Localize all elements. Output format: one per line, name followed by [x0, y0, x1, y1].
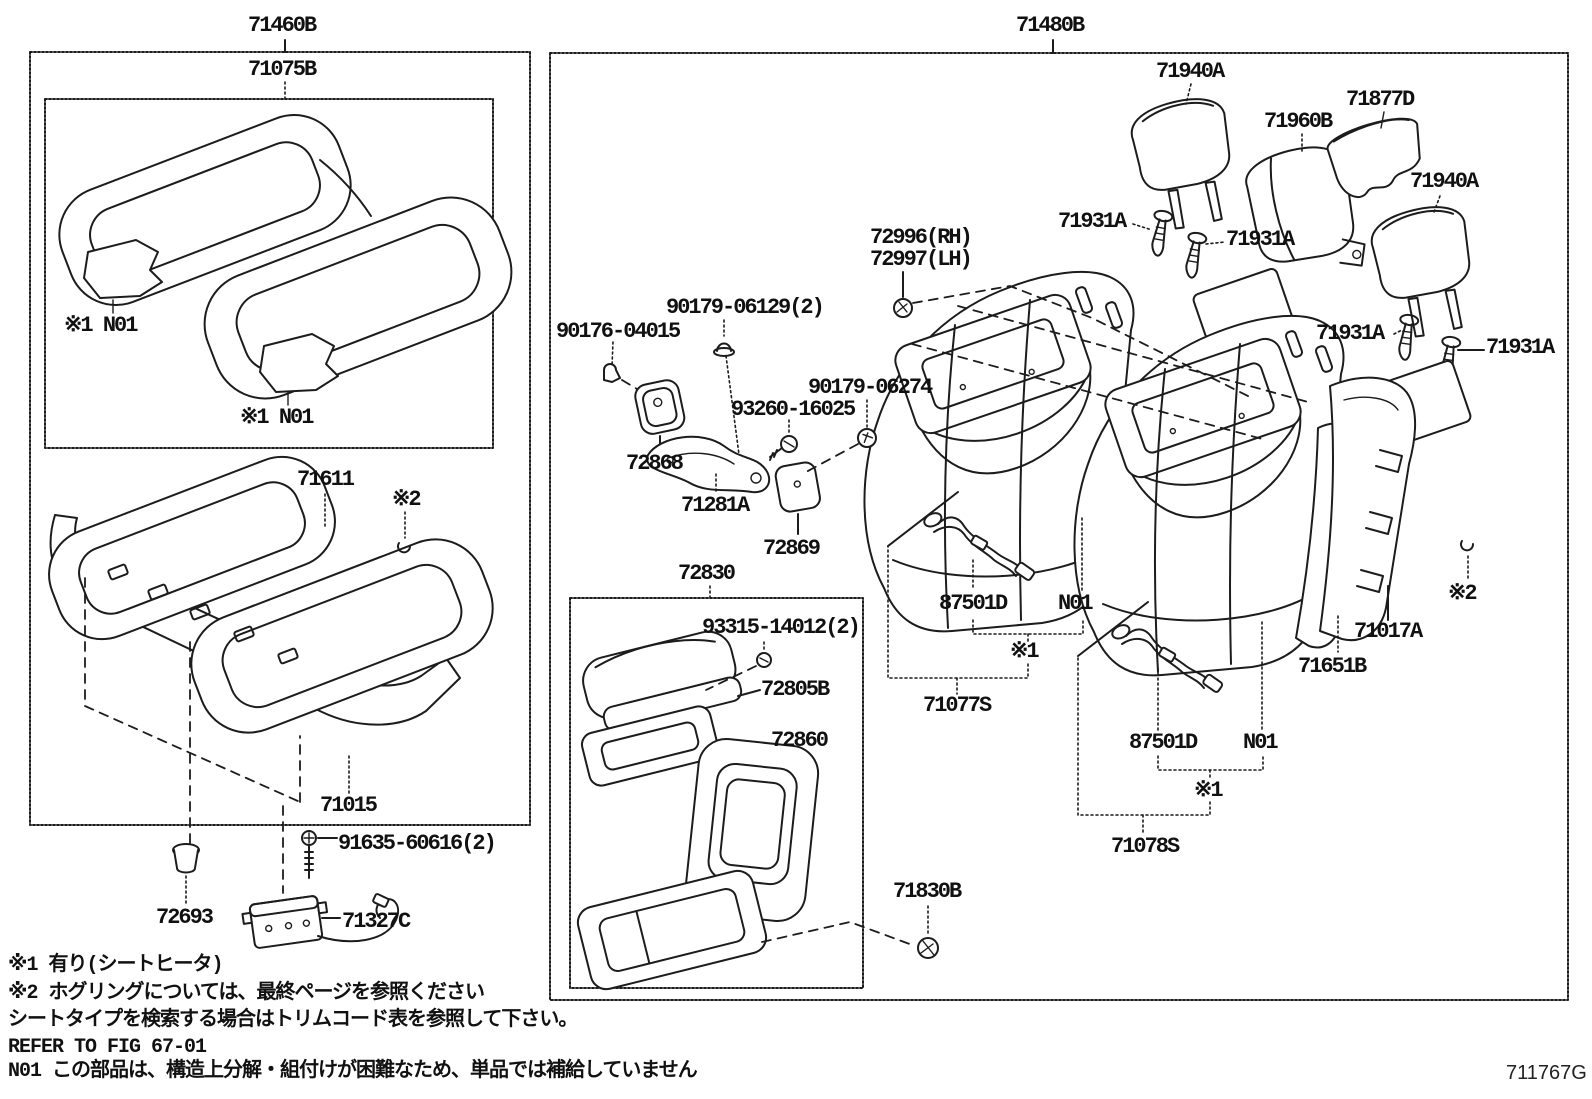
- right-assembly-box: [549, 39, 1569, 1001]
- part-label-71015: 71015: [320, 793, 378, 818]
- part-label-71075b: 71075B: [248, 57, 317, 82]
- part-label-note2-right: ※2: [1448, 581, 1478, 606]
- part-label-87501d-1: 87501D: [939, 591, 1008, 616]
- hog-ring-mark-left: [397, 542, 411, 554]
- part-label-71017a: 71017A: [1354, 619, 1423, 644]
- clip-72996-icon: [893, 271, 913, 318]
- part-label-n01-2: N01: [1243, 730, 1279, 755]
- clip-71830b-leader: [761, 921, 916, 947]
- part-label-72860: 72860: [771, 728, 829, 753]
- bracket-71281a-drawing: [646, 435, 771, 494]
- part-label-90179-06274: 90179-06274: [808, 375, 933, 400]
- part-label-91635-60616: 91635-60616(2): [338, 831, 497, 856]
- part-label-71077s: 71077S: [923, 693, 992, 718]
- clip-72693-icon: [172, 843, 200, 905]
- part-label-93315-14012: 93315-14012(2): [702, 615, 861, 640]
- headrest-right-drawing: [1365, 195, 1490, 345]
- nut-90179-06129-icon: [713, 319, 735, 357]
- armrest-lid-drawing: [582, 630, 761, 732]
- part-label-87501d-2: 87501D: [1129, 730, 1198, 755]
- part-label-72997-lh: 72997(LH): [870, 247, 973, 272]
- part-label-71078s: 71078S: [1111, 834, 1180, 859]
- part-label-72868: 72868: [626, 451, 684, 476]
- seat-cushion-cover-drawing: [58, 113, 513, 406]
- armrest-assembly-box: [569, 585, 864, 989]
- clip-90176-04015-icon: [603, 341, 621, 383]
- screw-93315-icon: [756, 641, 772, 668]
- part-label-71480b: 71480B: [1016, 13, 1085, 38]
- part-label-n01-left-b: ※1 N01: [240, 405, 314, 430]
- part-label-71281a: 71281A: [681, 493, 750, 518]
- part-label-72805b: 72805B: [761, 677, 830, 702]
- label-bracket-71077s: [887, 491, 1084, 695]
- footnote-line-5: N01 この部品は、構造上分解・組付けが困難なため、単品では補給していません: [8, 1060, 698, 1083]
- part-label-71931a-3: 71931A: [1316, 321, 1385, 346]
- headrest-support-pins: [1132, 208, 1485, 384]
- pad-72868-drawing: [634, 379, 686, 451]
- headrest-left-drawing: [1125, 83, 1250, 237]
- part-label-71931a-4: 71931A: [1486, 335, 1555, 360]
- nut-90179-06274-icon: [857, 399, 877, 448]
- screw-93260-icon: [769, 419, 798, 461]
- figure-code: 711767G: [1506, 1062, 1587, 1084]
- armrest-base-tray-drawing: [576, 869, 768, 991]
- part-label-90179-06129: 90179-06129(2): [666, 295, 825, 320]
- headrest-center-drawing: [1245, 133, 1366, 267]
- part-label-71830b: 71830B: [893, 879, 962, 904]
- part-label-93260-16025: 93260-16025: [731, 397, 856, 422]
- side-frame-71017a-drawing: [1319, 376, 1417, 653]
- nut-90179-06274-leader: [805, 443, 859, 473]
- part-label-71611: 71611: [297, 467, 355, 492]
- footnote-line-2: ※2 ホグリングについては、最終ページを参照ください: [8, 982, 485, 1005]
- part-label-72996-rh: 72996(RH): [870, 225, 973, 250]
- part-label-note1-2: ※1: [1194, 778, 1224, 803]
- footnote-line-3: シートタイプを検索する場合はトリムコード表を参照して下さい。: [8, 1009, 578, 1032]
- pad-72869-drawing: [774, 461, 821, 535]
- part-label-72693: 72693: [156, 905, 214, 930]
- footnote-line-4: REFER TO FIG 67-01: [8, 1036, 207, 1059]
- seat-back-left-drawing: [863, 270, 1135, 633]
- frame-dashed-lines: [911, 305, 1309, 441]
- part-label-71940a-left: 71940A: [1156, 59, 1225, 84]
- label-bracket-71078s: [1077, 601, 1264, 835]
- part-label-72830: 72830: [678, 561, 736, 586]
- heater-controller-71327c-icon: [241, 893, 400, 949]
- clip-72996-leader: [912, 285, 1253, 399]
- part-label-n01-left-a: ※1 N01: [64, 313, 138, 338]
- part-label-71460b: 71460B: [248, 13, 317, 38]
- seat-cushion-pad-frame-drawing: [48, 455, 494, 894]
- headrest-cover-drawing: [1326, 111, 1421, 198]
- seat-back-right-drawing: [1073, 314, 1345, 677]
- part-label-71651b: 71651B: [1298, 654, 1367, 679]
- bolt-91635-icon: [301, 830, 338, 879]
- part-label-72869: 72869: [763, 536, 821, 561]
- part-label-71327c: 71327C: [342, 909, 411, 934]
- clip-71830b-icon: [917, 905, 939, 959]
- part-label-71960b: 71960B: [1264, 109, 1333, 134]
- part-label-90176-04015: 90176-04015: [556, 319, 681, 344]
- part-label-71931a-1: 71931A: [1058, 209, 1127, 234]
- part-label-71931a-2: 71931A: [1226, 227, 1295, 252]
- part-label-n01-1: N01: [1058, 591, 1094, 616]
- part-label-71940a-right: 71940A: [1410, 169, 1479, 194]
- hog-ring-mark-right: [1460, 540, 1474, 581]
- footnote-line-1: ※1 有り(シートヒータ): [8, 954, 223, 977]
- screw-93315-leader: [705, 665, 757, 691]
- part-label-note1-1: ※1: [1010, 639, 1040, 664]
- part-label-note2-left: ※2: [392, 487, 422, 512]
- part-label-71877d: 71877D: [1346, 87, 1415, 112]
